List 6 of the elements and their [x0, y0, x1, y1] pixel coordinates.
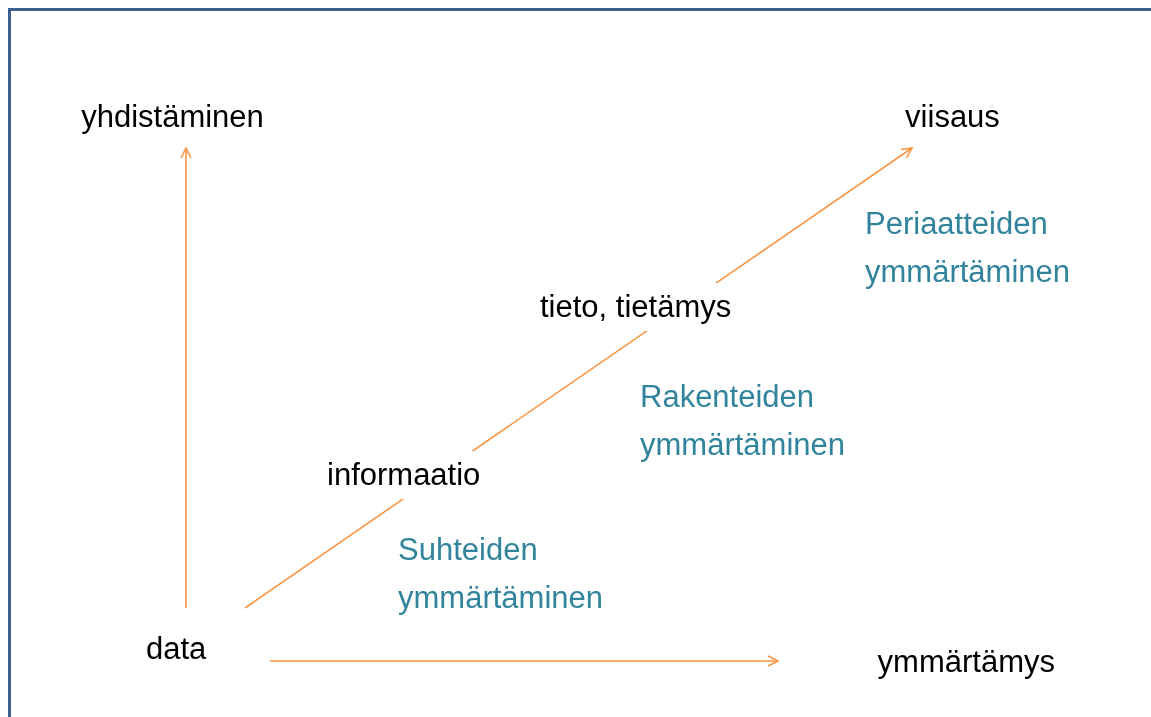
node-label: data: [146, 631, 207, 667]
node-label: viisaus: [905, 98, 1000, 135]
node-label: yhdistäminen: [81, 98, 264, 135]
arrow: [269, 655, 779, 667]
arrow: [180, 147, 192, 609]
node-label: ymmärtämys: [877, 644, 1055, 680]
